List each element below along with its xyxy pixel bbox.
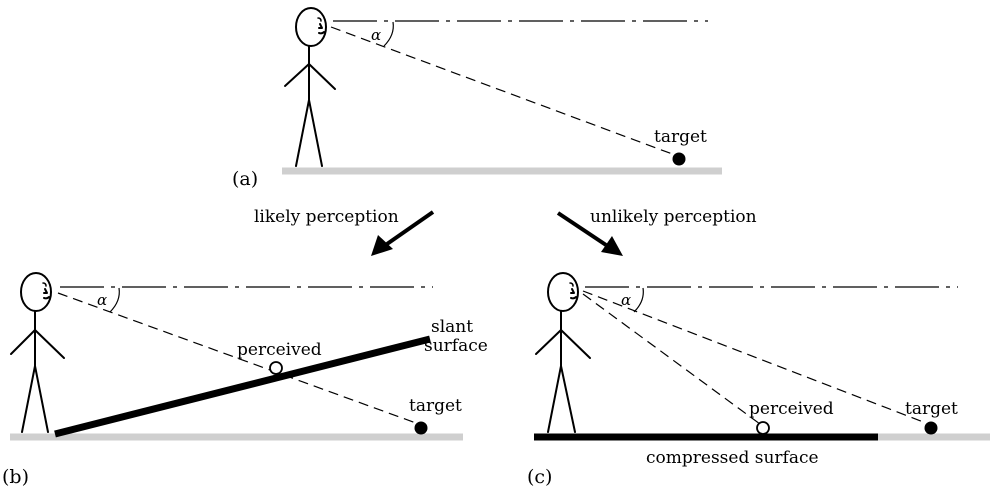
angle-arc-c: [633, 287, 644, 313]
panel-c: α perceived target compressed surface (c…: [527, 272, 990, 488]
panel-label-a: (a): [232, 168, 258, 190]
line-of-sight-perceived-c: [582, 293, 761, 425]
slant-label: slant: [431, 317, 473, 337]
perceived-label-b: perceived: [237, 340, 322, 360]
arrow-likely: [371, 210, 435, 256]
unlikely-perception-label: unlikely perception: [590, 207, 757, 227]
target-dot-c: [924, 421, 938, 435]
stick-figure-b: [10, 272, 65, 433]
angle-label-a: α: [371, 26, 381, 44]
arrow-unlikely: [556, 211, 623, 256]
perceived-dot-c: [756, 421, 770, 435]
perceived-label-c: perceived: [749, 399, 834, 419]
stick-figure-c: [535, 272, 591, 433]
line-of-sight-a: [330, 26, 676, 156]
target-label-a: target: [654, 127, 707, 147]
target-dot-a: [672, 152, 686, 166]
line-of-sight-target-c: [582, 290, 927, 424]
angle-label-c: α: [621, 291, 631, 309]
panel-label-b: (b): [2, 466, 29, 488]
panel-a: α target (a): [232, 7, 722, 190]
likely-perception-label: likely perception: [254, 207, 399, 227]
angle-label-b: α: [97, 291, 107, 309]
target-dot-b: [414, 421, 428, 435]
arrowhead-likely: [371, 235, 393, 256]
target-label-b: target: [409, 396, 462, 416]
panel-label-c: (c): [527, 466, 552, 488]
surface-label-b: surface: [424, 336, 488, 356]
angle-arc-b: [109, 287, 120, 313]
panel-b: α perceived slant surface target (b): [2, 272, 488, 488]
perceived-dot-b: [269, 361, 283, 375]
arrowhead-unlikely: [601, 236, 623, 256]
slant-surface: [54, 335, 431, 438]
target-label-c: target: [905, 399, 958, 419]
angle-arc-a: [383, 21, 394, 47]
stick-figure-a: [284, 7, 336, 167]
compressed-surface-label: compressed surface: [646, 448, 819, 468]
